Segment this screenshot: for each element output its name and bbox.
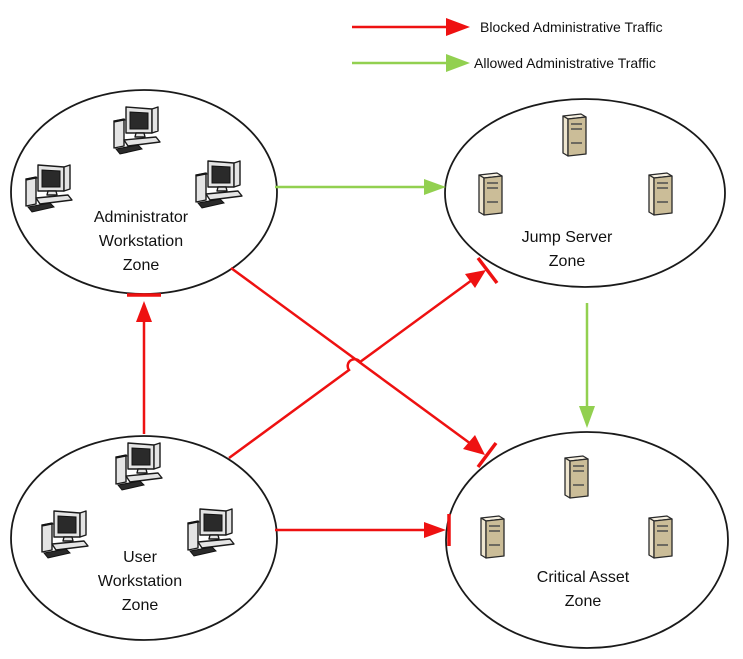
arrowhead bbox=[424, 522, 446, 538]
zone-jump-label-2: Zone bbox=[549, 253, 586, 270]
blocked-flows bbox=[127, 256, 499, 546]
zone-jump: Jump Server Zone bbox=[444, 98, 726, 288]
server-icon bbox=[564, 455, 589, 499]
zone-jump-boundary bbox=[444, 98, 726, 288]
legend-blocked-label: Blocked Administrative Traffic bbox=[480, 19, 663, 35]
flow-admin-to-critical bbox=[230, 266, 498, 469]
zone-user-label-2: Workstation bbox=[98, 573, 182, 590]
legend-allowed: Allowed Administrative Traffic bbox=[352, 54, 656, 72]
legend: Blocked Administrative Traffic Allowed A… bbox=[352, 18, 663, 72]
zone-admin-label-3: Zone bbox=[123, 257, 160, 274]
flow-admin-to-jump bbox=[275, 179, 446, 195]
zone-critical-boundary bbox=[445, 431, 729, 649]
allowed-flows bbox=[275, 179, 595, 428]
legend-allowed-label: Allowed Administrative Traffic bbox=[474, 55, 656, 71]
zone-user-label-3: Zone bbox=[122, 597, 159, 614]
zone-critical-label-1: Critical Asset bbox=[537, 569, 630, 586]
zone-admin-label-2: Workstation bbox=[99, 233, 183, 250]
zone-user: User Workstation Zone bbox=[10, 435, 278, 641]
flow-user-to-jump bbox=[228, 256, 499, 460]
arrowhead bbox=[463, 435, 485, 455]
server-icon bbox=[562, 113, 587, 157]
flow-jump-to-critical bbox=[579, 303, 595, 428]
zone-user-boundary bbox=[10, 435, 278, 641]
server-icon bbox=[478, 172, 503, 216]
server-icon bbox=[648, 515, 673, 559]
block-bar bbox=[476, 256, 499, 285]
zone-jump-label-1: Jump Server bbox=[522, 229, 613, 246]
zone-admin: Administrator Workstation Zone bbox=[10, 89, 278, 295]
zone-critical: Critical Asset Zone bbox=[445, 431, 729, 649]
arrowhead bbox=[424, 179, 446, 195]
flow-user-to-critical bbox=[275, 514, 451, 546]
flow-user-to-jump-line bbox=[228, 278, 473, 460]
server-icon bbox=[648, 172, 673, 216]
block-bar bbox=[476, 441, 498, 469]
flow-admin-to-critical-line bbox=[230, 266, 472, 446]
zone-admin-label-1: Administrator bbox=[94, 209, 189, 226]
zone-user-label-1: User bbox=[123, 549, 157, 566]
arrowhead bbox=[465, 270, 486, 288]
legend-blocked: Blocked Administrative Traffic bbox=[352, 18, 663, 36]
zone-critical-label-2: Zone bbox=[565, 593, 602, 610]
legend-blocked-arrowhead bbox=[446, 18, 470, 36]
flow-user-to-admin bbox=[127, 293, 161, 434]
arrowhead bbox=[579, 406, 595, 428]
arrowhead bbox=[136, 301, 152, 322]
server-icon bbox=[480, 515, 505, 559]
legend-allowed-arrowhead bbox=[446, 54, 470, 72]
